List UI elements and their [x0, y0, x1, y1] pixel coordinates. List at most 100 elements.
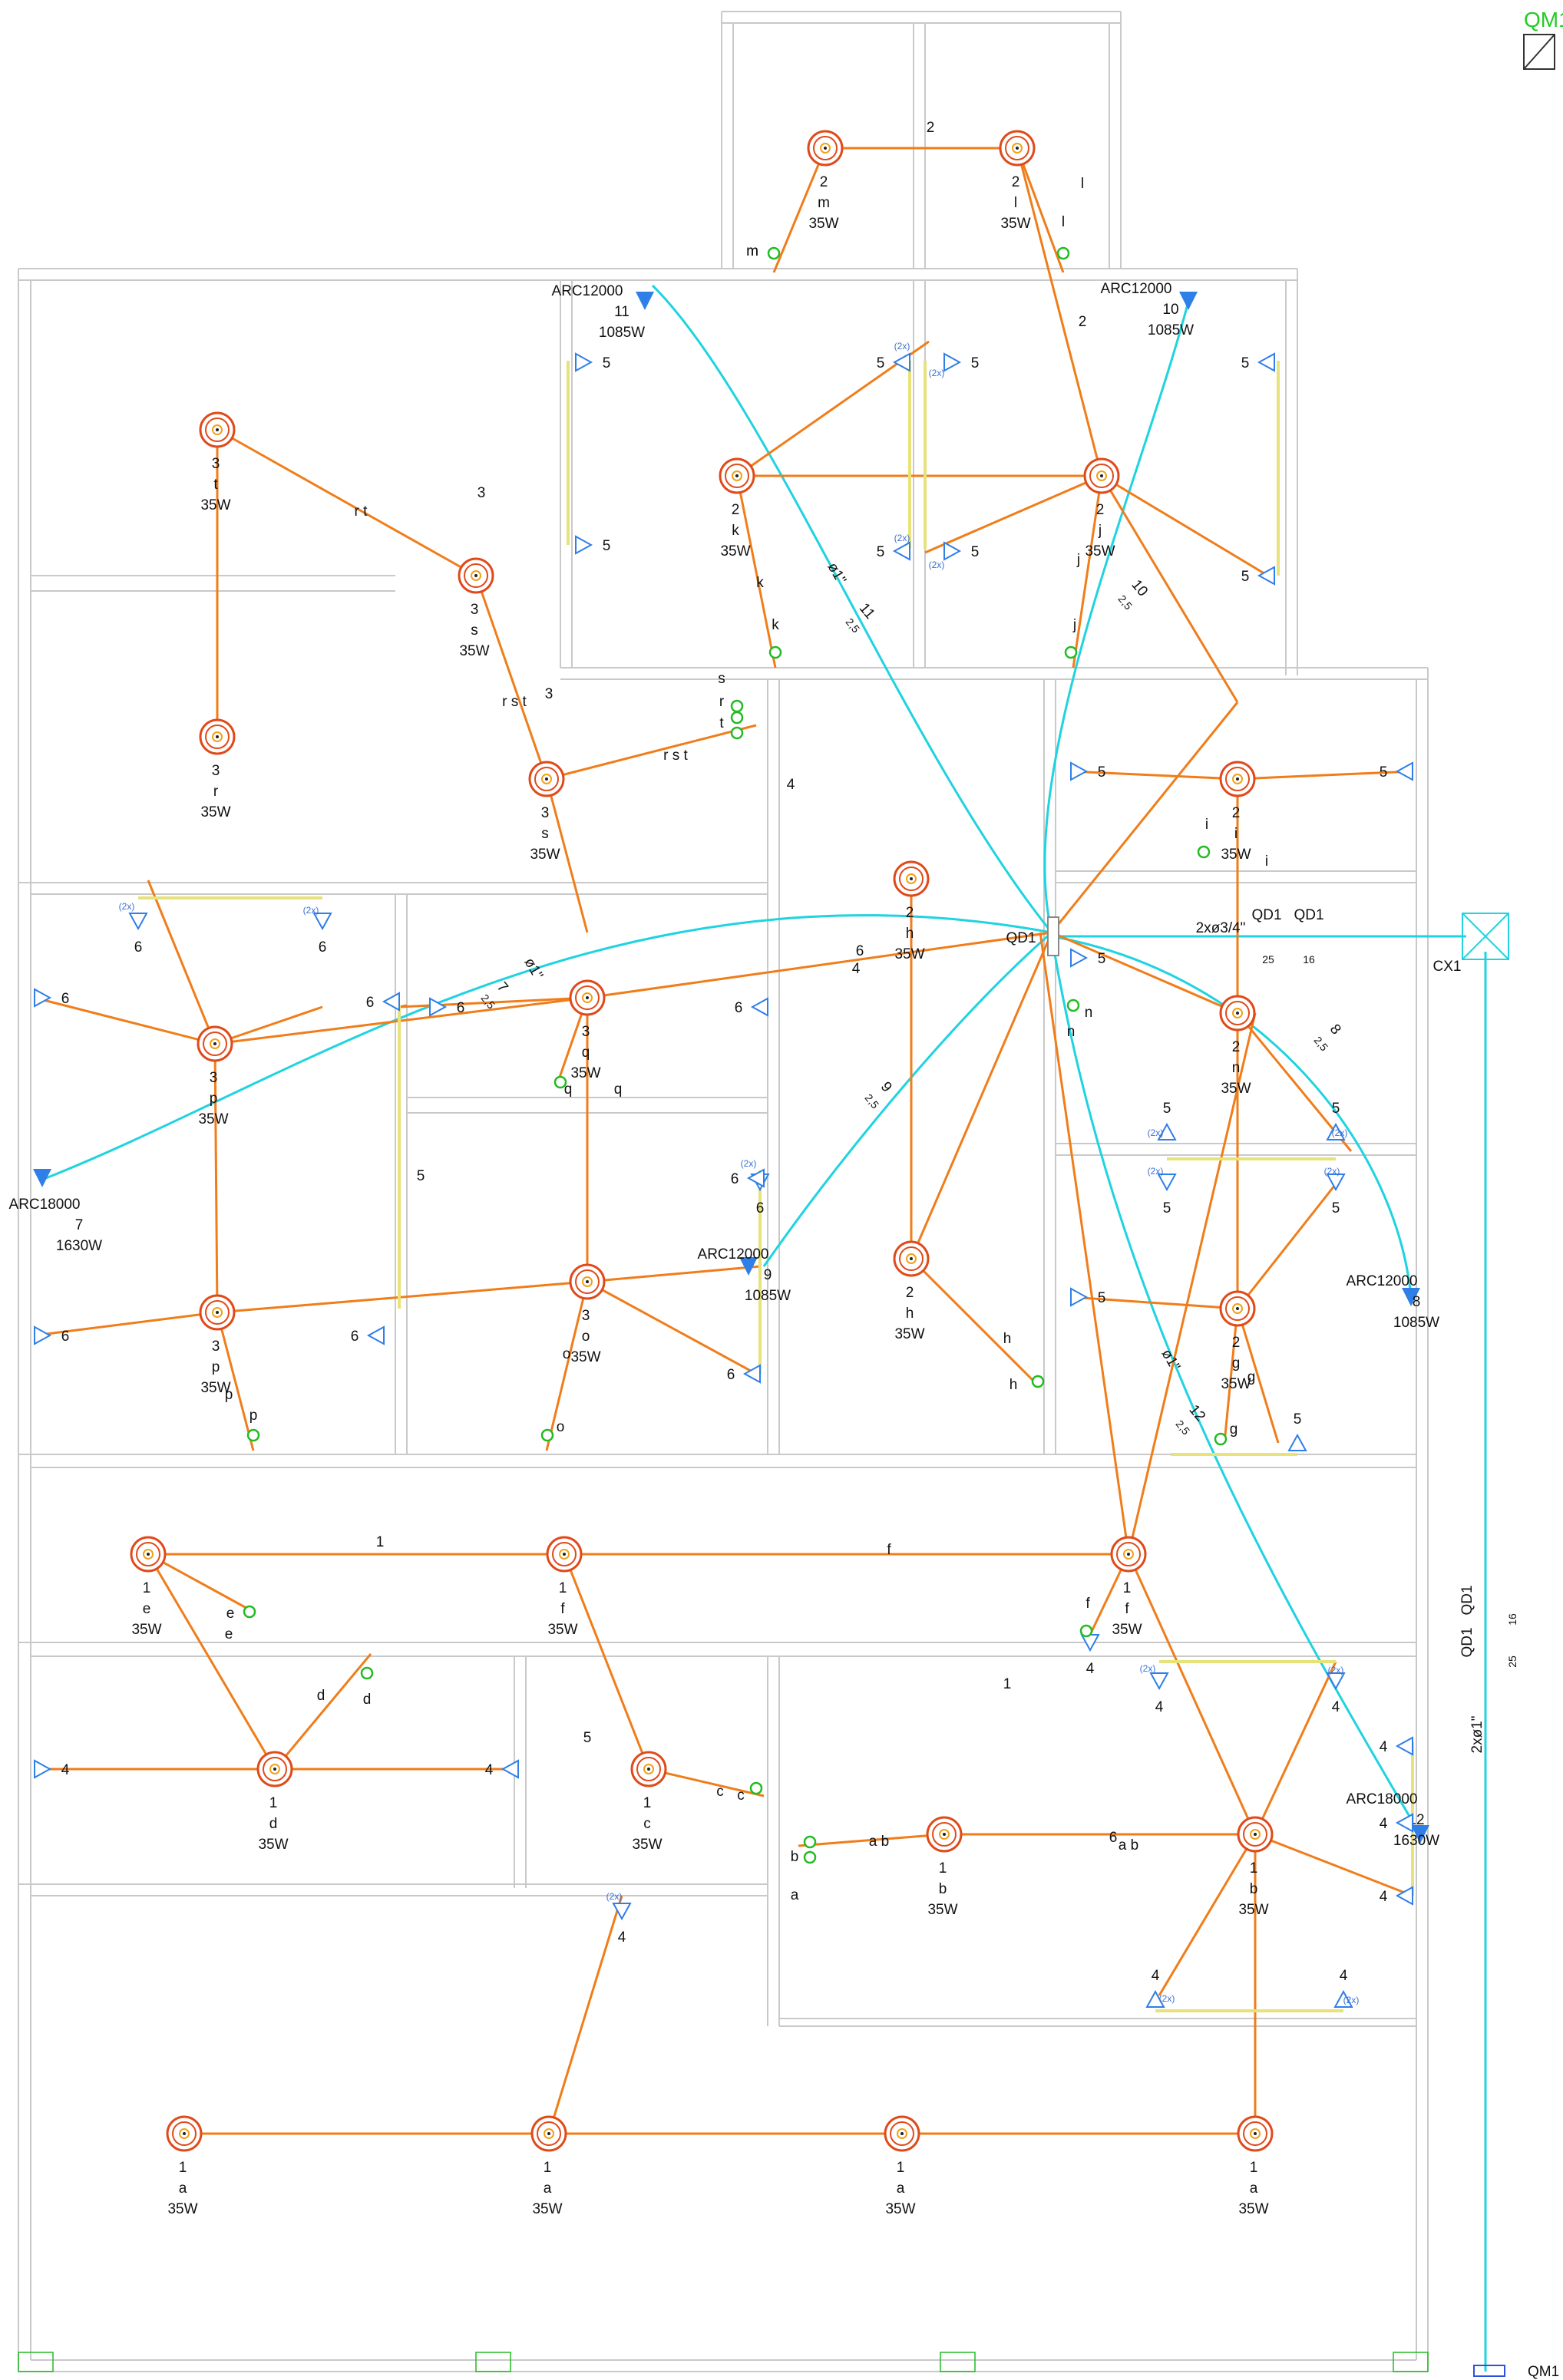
lamp-center [1232, 1303, 1243, 1314]
lamp-switch-label: e [143, 1601, 151, 1617]
lamp-power-label: 35W [1000, 216, 1030, 232]
light-switch-icon [730, 699, 744, 713]
light-switch-icon [246, 1428, 260, 1442]
distribution-board: QD1 [1006, 916, 1059, 956]
meter-box-frame [1462, 913, 1509, 960]
circuit-run [910, 1257, 1039, 1387]
switch-label: t [719, 715, 724, 731]
lamp-dot [900, 2132, 904, 2135]
lamp-inner-ring [636, 1757, 661, 1781]
wire-tag: a b [1119, 1837, 1138, 1853]
socket-outlet-icon [575, 535, 593, 555]
socket-circuit-label: 5 [1163, 1200, 1171, 1216]
socket-outlet-icon [1070, 948, 1089, 968]
wall-socket: 6 [366, 992, 400, 1012]
lamp-inner-ring [534, 767, 559, 791]
socket-outlet-icon [312, 913, 332, 931]
feeder-circuit-label: 8 [1327, 1022, 1344, 1038]
lamp-power-label: 35W [530, 847, 560, 863]
lamp-circuit-label: 1 [897, 2160, 905, 2176]
socket-outlet-icon [382, 992, 400, 1012]
wire-tag: n [1085, 1005, 1093, 1021]
lamp-circuit-label: 1 [1123, 1580, 1132, 1596]
socket-circuit-label: 4 [618, 1929, 626, 1946]
riser-from-label: QD1 [1251, 907, 1281, 923]
circuit-run [216, 1312, 255, 1451]
wall-socket: 5 [1241, 566, 1275, 586]
lamp-circuit-label: 2 [732, 502, 740, 518]
socket-circuit-label: 5 [603, 355, 611, 371]
socket-outlet-icon [575, 352, 593, 372]
circuit-run [772, 147, 827, 273]
lamp-switch-label: s [471, 622, 478, 639]
switch-label: i [1205, 817, 1208, 833]
wall-socket: 6 [312, 913, 332, 956]
lamp-switch-label: a [544, 2180, 552, 2197]
light-switch-icon [1031, 1375, 1045, 1388]
lamp-dot [474, 574, 477, 577]
light-switch-icon [553, 1075, 567, 1089]
riser-conduit-label: 2xø3/4" [1196, 920, 1246, 936]
wall-socket: 5 [1157, 1173, 1177, 1216]
switch-label: n [1067, 1024, 1076, 1040]
wall-socket: 5 [1326, 1173, 1346, 1216]
socket-circuit-label: 6 [351, 1329, 359, 1345]
lamp-center [212, 731, 223, 742]
double-outlet-marker: (2x) [1140, 1663, 1156, 1674]
lamp-circuit-label: 1 [269, 1795, 278, 1811]
board-box [1047, 916, 1059, 956]
wire-tag: c [716, 1784, 724, 1800]
wire-tag: d [317, 1688, 325, 1704]
feeder-size-label: 2,5 [1115, 593, 1135, 612]
riser-to-label: QD1 [1294, 907, 1323, 923]
wall-socket: 4 [1326, 1672, 1346, 1715]
wire-tag: 3 [545, 686, 553, 702]
socket-outlet-icon [746, 1168, 765, 1188]
socket-outlet-icon [892, 352, 910, 372]
light-switch-icon [243, 1605, 256, 1619]
lamp-switch-label: g [1232, 1355, 1241, 1372]
wall-socket: 5 [1157, 1101, 1177, 1140]
lamp-inner-ring [932, 1822, 957, 1847]
lamp-inner-ring [1116, 1542, 1141, 1566]
lamp-circuit-label: 3 [212, 763, 220, 779]
column-pad [1393, 2352, 1429, 2372]
lamp-dot [647, 1768, 650, 1771]
column-pad [475, 2352, 511, 2372]
wall-socket: 6 [34, 988, 70, 1008]
socket-outlet-icon [501, 1759, 519, 1779]
wire-tag: o [563, 1346, 571, 1362]
lamp-dot [216, 428, 219, 431]
lamp-switch-label: h [906, 926, 914, 942]
socket-outlet-icon [742, 1364, 761, 1384]
lamp-inner-ring [899, 867, 924, 891]
wall-socket: 5 [943, 352, 979, 372]
wire-tag: 4 [852, 961, 861, 977]
lamp-center [212, 424, 223, 435]
lamp-switch-label: o [582, 1329, 590, 1345]
light-switch-icon [730, 726, 744, 740]
circuit-run [1254, 1661, 1337, 1835]
socket-circuit-label: 5 [1332, 1200, 1340, 1216]
lamp-power-label: 35W [131, 1622, 161, 1638]
wire-tag: e [225, 1626, 233, 1642]
conduit-size-label: ø1" [824, 560, 849, 587]
light-switch-icon [360, 1666, 374, 1680]
ac-outlet-icon [1411, 1825, 1429, 1844]
double-outlet-marker: (2x) [1324, 1166, 1340, 1177]
circuit-run [1051, 931, 1238, 1015]
lamp-inner-ring [172, 2121, 197, 2146]
circuit-run [214, 996, 588, 1045]
light-switch-icon [1056, 246, 1070, 260]
wire-tag: j [1076, 552, 1080, 568]
socket-outlet-icon [366, 1325, 385, 1345]
wire-tag: 2 [1079, 314, 1087, 330]
lamp-inner-ring [263, 1757, 287, 1781]
circuit-run [1101, 474, 1271, 579]
socket-circuit-label: 6 [61, 991, 70, 1007]
